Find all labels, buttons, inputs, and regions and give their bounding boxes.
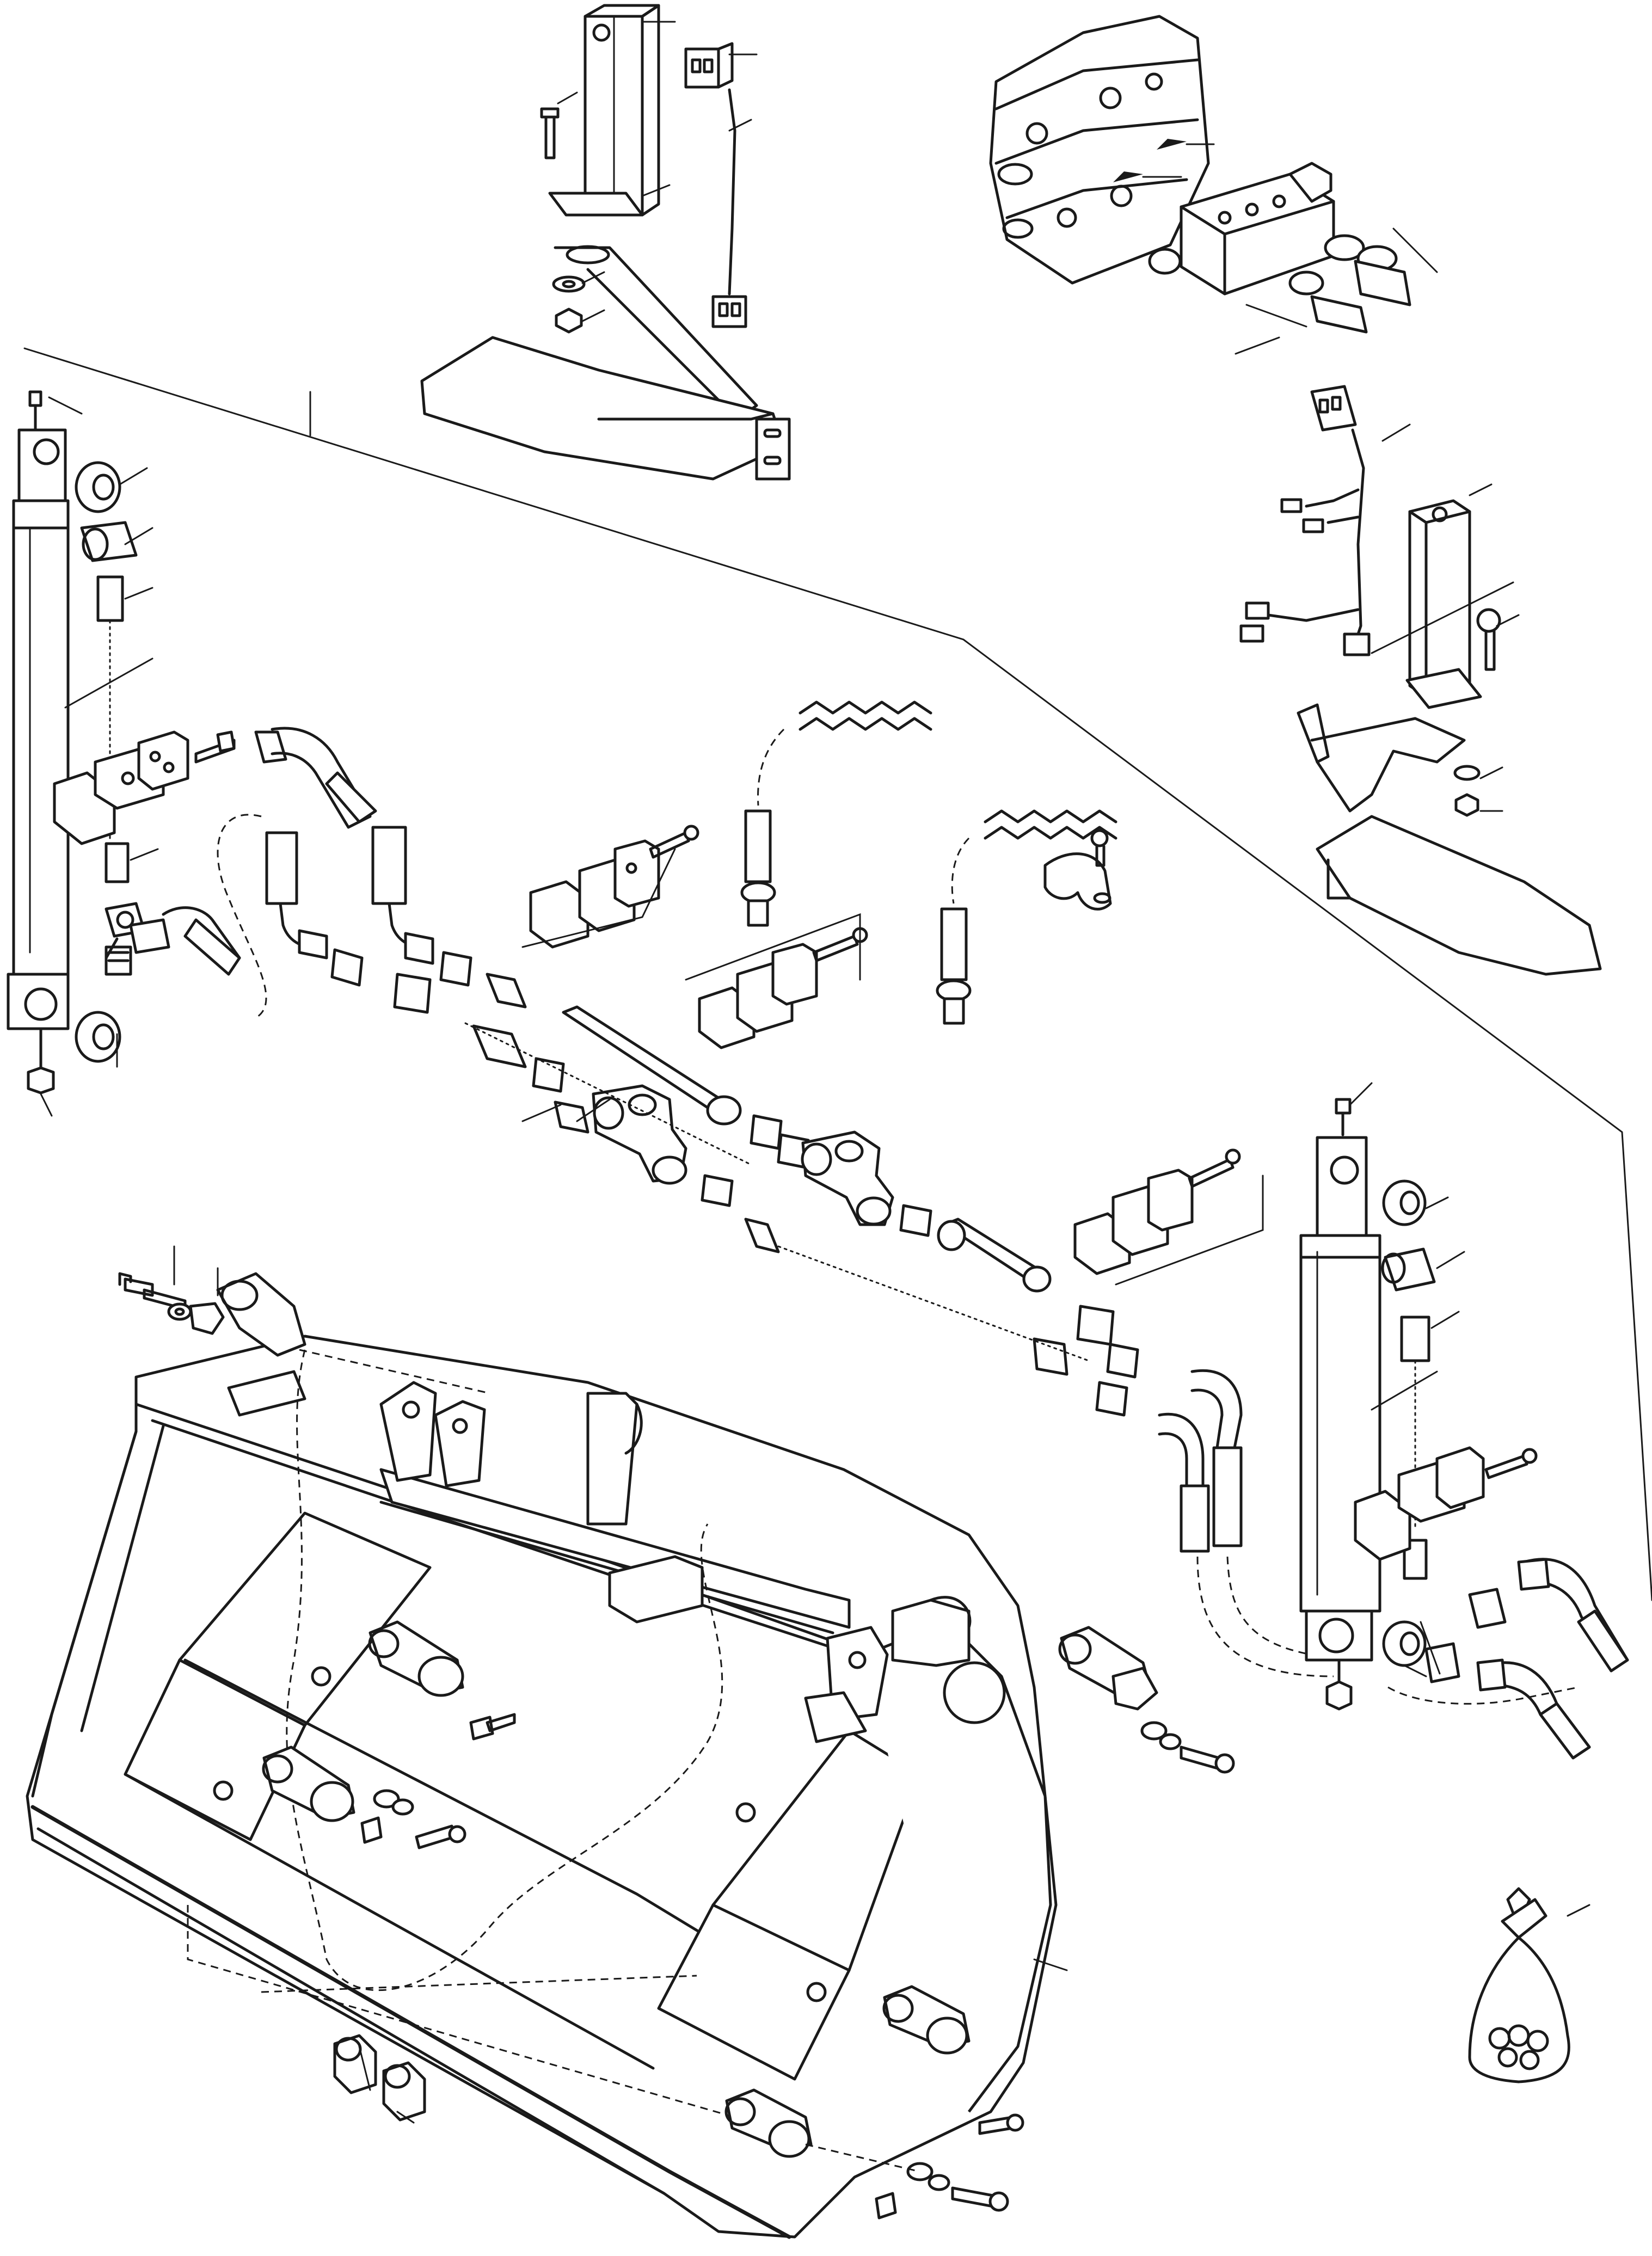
pedal-bracket-assembly	[420, 4, 791, 481]
hydraulic-cylinder-left	[7, 390, 236, 1095]
loader-bucket	[26, 1335, 1058, 2239]
pipe-fittings-train	[330, 948, 1361, 1677]
hose-assembly-left	[105, 727, 434, 1019]
wire-harness-long	[1239, 385, 1371, 656]
wire-harness-small	[684, 42, 747, 328]
bucket-pins-and-bolts	[118, 1272, 1235, 2220]
adapters-and-wraps	[740, 700, 1117, 1025]
pipe-clamp-blocks	[521, 825, 1264, 1286]
hardware-parts-bag	[1468, 1887, 1570, 2083]
hydraulic-cylinder-right	[1299, 1098, 1629, 1760]
assembly-divider-lines	[23, 347, 1652, 1601]
pedal-bracket-right	[1297, 499, 1602, 976]
callout-leader-lines	[40, 21, 1590, 2124]
control-valve-block	[989, 15, 1438, 355]
